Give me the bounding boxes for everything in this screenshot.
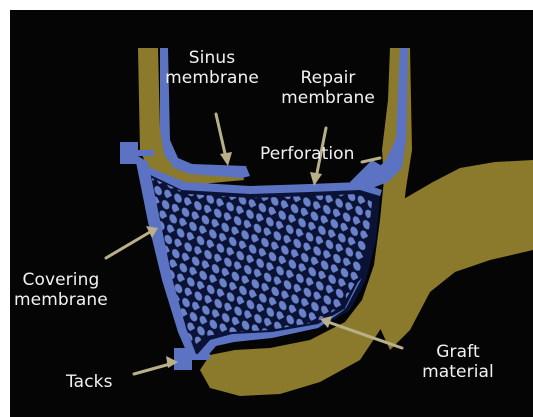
label-covering-membrane: Covering membrane — [14, 270, 108, 310]
label-repair-membrane-line2: membrane — [276, 88, 380, 108]
label-perforation-text: Perforation — [260, 144, 355, 164]
label-perforation: Perforation — [260, 144, 355, 164]
label-sinus-membrane: Sinus membrane — [162, 48, 262, 88]
label-covering-membrane-line2: membrane — [14, 290, 108, 310]
label-graft-material-line1: Graft — [408, 342, 508, 362]
label-graft-material-line2: material — [408, 362, 508, 382]
label-sinus-membrane-line2: membrane — [162, 68, 262, 88]
arrow-perforation — [362, 158, 380, 162]
arrow-covering-membrane — [106, 232, 150, 258]
label-graft-material: Graft material — [408, 342, 508, 382]
label-tacks: Tacks — [66, 372, 113, 392]
label-repair-membrane: Repair membrane — [276, 68, 380, 108]
arrowhead-sinus-membrane — [220, 152, 232, 166]
diagram-frame: Sinus membrane Repair membrane Perforati… — [10, 10, 533, 417]
label-tacks-text: Tacks — [66, 372, 113, 392]
arrow-tacks — [134, 364, 170, 374]
label-covering-membrane-line1: Covering — [14, 270, 108, 290]
arrow-sinus-membrane — [216, 114, 226, 158]
label-repair-membrane-line1: Repair — [276, 68, 380, 88]
graft-particles — [152, 178, 372, 346]
label-sinus-membrane-line1: Sinus — [162, 48, 262, 68]
